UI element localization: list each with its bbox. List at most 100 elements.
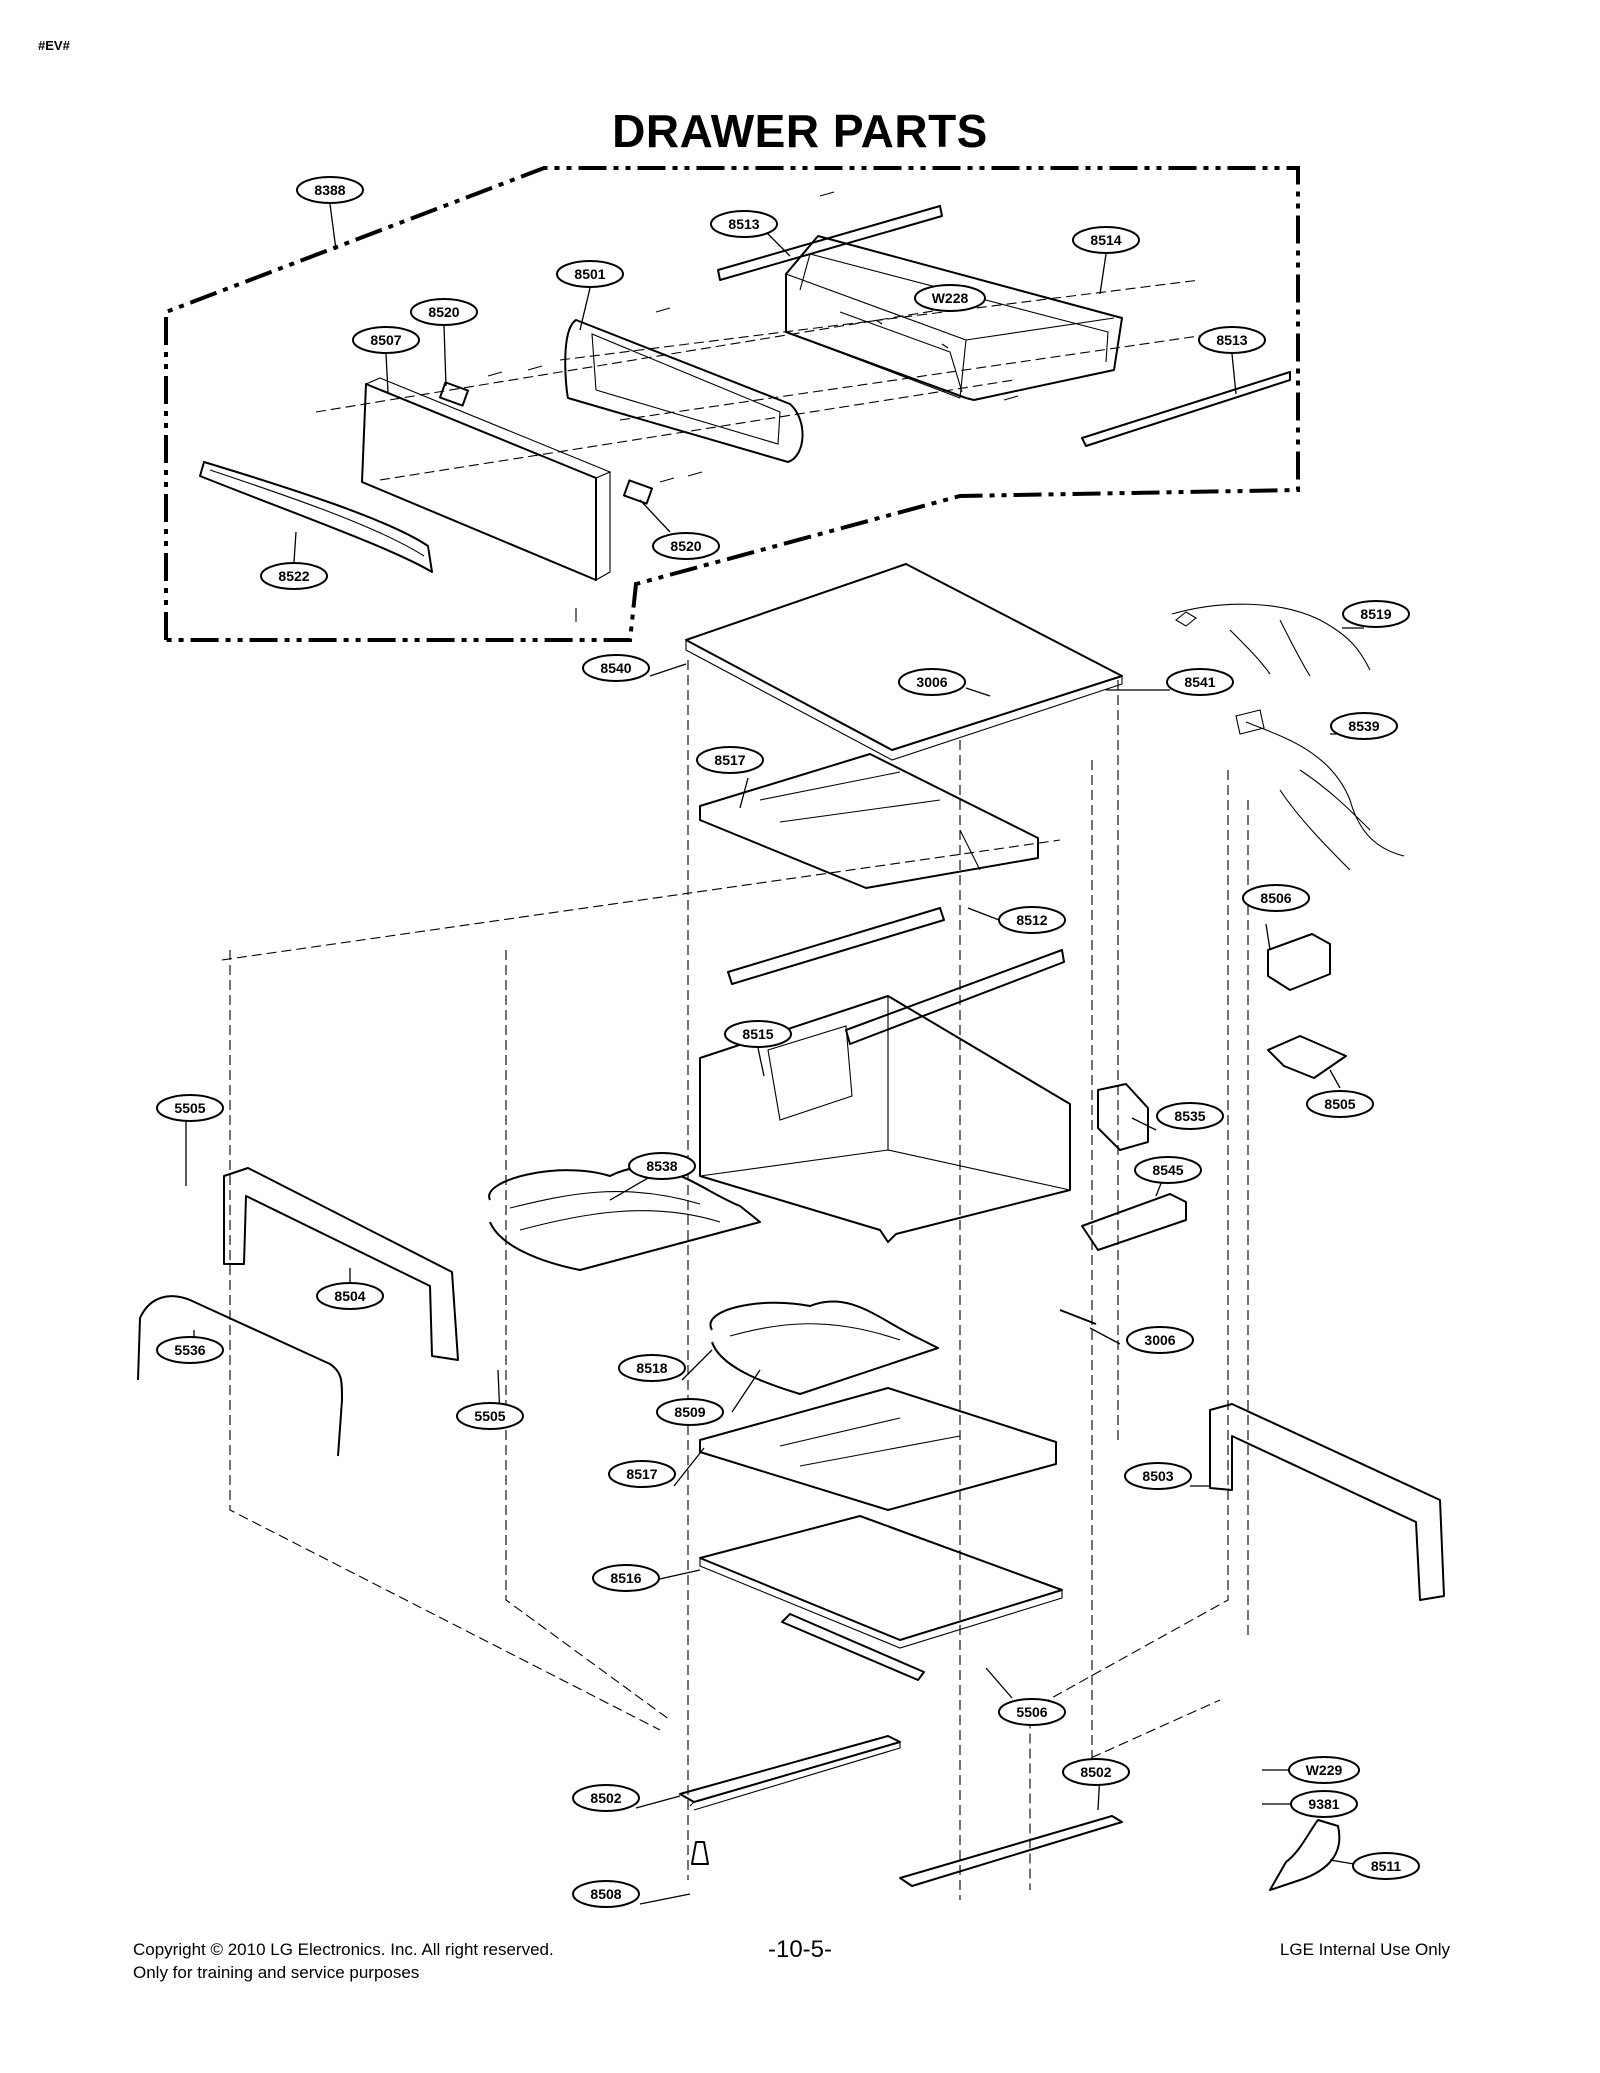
- wire-harness-upper: [1171, 603, 1371, 677]
- callout-c8388: 8388: [296, 176, 364, 204]
- callout-c9381: 9381: [1290, 1790, 1358, 1818]
- svg-text:8506: 8506: [1260, 890, 1291, 906]
- drawer-frame-left: [223, 1167, 459, 1361]
- callout-c8518: 8518: [618, 1354, 686, 1382]
- svg-text:8513: 8513: [728, 216, 759, 232]
- warming-heater-plate-upper: [699, 753, 1039, 889]
- callout-c5505b: 5505: [456, 1402, 524, 1430]
- svg-text:8514: 8514: [1090, 232, 1121, 248]
- svg-text:8502: 8502: [590, 1790, 621, 1806]
- svg-text:8508: 8508: [590, 1886, 621, 1902]
- svg-text:5505: 5505: [474, 1408, 505, 1424]
- svg-text:8519: 8519: [1360, 606, 1391, 622]
- svg-text:3006: 3006: [916, 674, 947, 690]
- drawer-front-bracket: [564, 319, 804, 463]
- drawer-mount-brackets: [438, 381, 654, 505]
- broil-element-lower: [709, 1300, 939, 1395]
- svg-text:9381: 9381: [1308, 1796, 1339, 1812]
- callout-c8517b: 8517: [608, 1460, 676, 1488]
- phantom-lines: [221, 279, 1249, 1900]
- callout-c8541: 8541: [1166, 668, 1234, 696]
- callout-c8502b: 8502: [1062, 1758, 1130, 1786]
- svg-text:8503: 8503: [1142, 1468, 1173, 1484]
- callout-c8509: 8509: [656, 1398, 724, 1426]
- drawer-front-panel: [361, 377, 612, 581]
- callout-c3006b: 3006: [1126, 1326, 1194, 1354]
- footer-internal-use: LGE Internal Use Only: [1279, 1940, 1450, 1959]
- drawer-assembly-boundary: [164, 166, 1300, 642]
- svg-text:8541: 8541: [1184, 674, 1215, 690]
- footer-training-note: Only for training and service purposes: [133, 1963, 420, 1982]
- drawer-handle: [199, 461, 433, 573]
- drawer-housing-cavity: [699, 995, 1071, 1243]
- svg-text:8538: 8538: [646, 1158, 677, 1174]
- svg-text:5506: 5506: [1016, 1704, 1047, 1720]
- svg-text:8518: 8518: [636, 1360, 667, 1376]
- footer-copyright: Copyright © 2010 LG Electronics. Inc. Al…: [133, 1940, 554, 1959]
- svg-text:8520: 8520: [428, 304, 459, 320]
- svg-text:8502: 8502: [1080, 1764, 1111, 1780]
- callout-c8539: 8539: [1330, 712, 1398, 740]
- drawer-screws: [487, 191, 1019, 622]
- callout-c8515: 8515: [724, 1020, 792, 1048]
- drawer-support-rod: [137, 1295, 343, 1457]
- callout-c8508: 8508: [572, 1880, 640, 1908]
- callout-c8520b: 8520: [652, 532, 720, 560]
- warming-plate-middle: [699, 1387, 1057, 1511]
- svg-text:8511: 8511: [1371, 1858, 1402, 1874]
- sensor-bracket-upper: [1267, 933, 1331, 991]
- drawer-top-cover: [685, 563, 1123, 761]
- wire-harness-lower: [1235, 709, 1405, 871]
- svg-text:8388: 8388: [314, 182, 345, 198]
- callout-c8511: 8511: [1352, 1852, 1420, 1880]
- callout-c8516: 8516: [592, 1564, 660, 1592]
- svg-text:8507: 8507: [370, 332, 401, 348]
- control-board: [1097, 1083, 1149, 1151]
- callout-c8504: 8504: [316, 1282, 384, 1310]
- svg-text:8520: 8520: [670, 538, 701, 554]
- callout-c8517a: 8517: [696, 746, 764, 774]
- svg-text:8540: 8540: [600, 660, 631, 676]
- svg-text:8504: 8504: [334, 1288, 365, 1304]
- svg-text:8517: 8517: [626, 1466, 657, 1482]
- callout-c5505a: 5505: [156, 1094, 224, 1122]
- svg-text:8539: 8539: [1348, 718, 1379, 734]
- drawer-tub: [785, 235, 1123, 401]
- callout-cW229: W229: [1288, 1756, 1360, 1784]
- sensor-bracket-lower: [1267, 1035, 1347, 1079]
- callout-c8506: 8506: [1242, 884, 1310, 912]
- callout-c8513b: 8513: [1198, 326, 1266, 354]
- corner-tag: #EV#: [38, 38, 70, 53]
- callout-c8507: 8507: [352, 326, 420, 354]
- svg-text:8501: 8501: [574, 266, 605, 282]
- callout-c8513a: 8513: [710, 210, 778, 238]
- warming-plate-lower: [699, 1515, 1063, 1649]
- callout-c8505: 8505: [1306, 1090, 1374, 1118]
- svg-text:W228: W228: [932, 290, 969, 306]
- callout-c5506: 5506: [998, 1698, 1066, 1726]
- guide-rail-bracket: [781, 1613, 925, 1681]
- drawer-slide-rail-left: [717, 205, 943, 281]
- svg-text:5536: 5536: [174, 1342, 205, 1358]
- svg-text:8505: 8505: [1324, 1096, 1355, 1112]
- svg-text:8522: 8522: [278, 568, 309, 584]
- drawer-frame-right: [1209, 1403, 1445, 1601]
- relay-bracket: [1081, 1193, 1187, 1251]
- svg-text:8515: 8515: [742, 1026, 773, 1042]
- slide-bottom-right: [899, 1815, 1123, 1887]
- svg-text:8516: 8516: [610, 1570, 641, 1586]
- callout-c3006a: 3006: [898, 668, 966, 696]
- drawer-slide-rail-right: [1081, 371, 1291, 447]
- callout-c5536: 5536: [156, 1336, 224, 1364]
- callout-c8540: 8540: [582, 654, 650, 682]
- callout-c8501: 8501: [556, 260, 624, 288]
- callout-c8519: 8519: [1342, 600, 1410, 628]
- drawer-slide-assembly: [727, 907, 1065, 1045]
- callout-cW228: W228: [914, 284, 986, 312]
- svg-text:8517: 8517: [714, 752, 745, 768]
- page-number: -10-5-: [767, 1936, 833, 1963]
- element-sensor-probe: [1059, 1309, 1097, 1325]
- slide-bottom-left: [679, 1735, 901, 1811]
- leveling-leg: [691, 1841, 709, 1865]
